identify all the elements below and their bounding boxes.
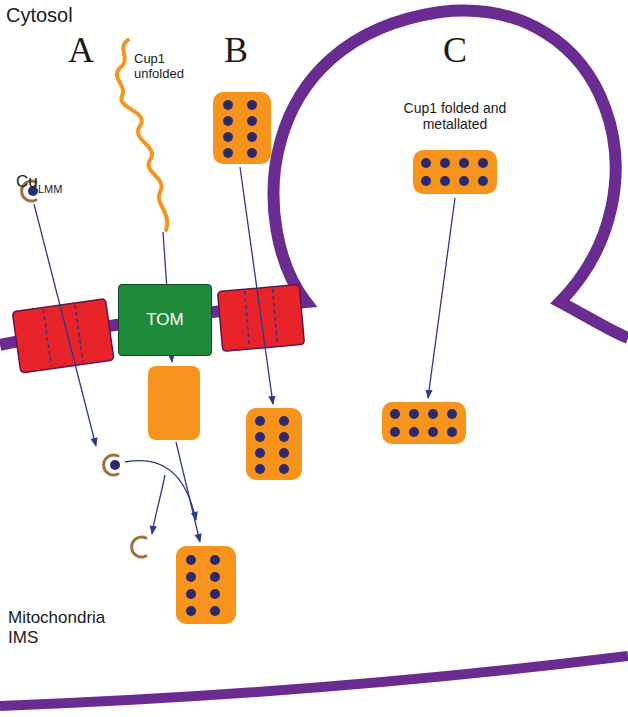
copper-atom [255, 448, 265, 458]
pathway-arrow [34, 167, 455, 542]
copper-atom [255, 432, 265, 442]
annotation-label: LMM [38, 183, 62, 196]
copper-atom [255, 416, 265, 426]
annotation-label: Cu [16, 172, 38, 192]
node-label: TOM [146, 310, 183, 330]
annotation-label: Cup1 unfolded [134, 52, 196, 82]
copper-atom [478, 176, 488, 186]
tom-complex: TOM [118, 284, 212, 356]
copper-atom [440, 158, 450, 168]
annotation-label: Mitochondria IMS [8, 608, 128, 647]
copper-atom [279, 432, 289, 442]
copper-atom [390, 427, 400, 437]
copper-atom [210, 606, 220, 616]
panel-letter: A [68, 30, 94, 71]
annotation-label: Cytosol [6, 4, 73, 27]
copper-atom [110, 460, 120, 470]
copper-atom [223, 116, 233, 126]
copper-atom [210, 555, 220, 565]
copper-atom [478, 158, 488, 168]
panel-letter: C [443, 30, 467, 71]
copper-atom [428, 427, 438, 437]
copper-atom [223, 148, 233, 158]
copper-ligand [22, 181, 146, 557]
copper-atom [247, 100, 257, 110]
copper-atoms [186, 100, 488, 616]
copper-atom [186, 606, 196, 616]
copper-atom [459, 158, 469, 168]
copper-atom [223, 132, 233, 142]
panel-letter: B [224, 30, 248, 71]
copper-atom [409, 409, 419, 419]
copper-atom [279, 416, 289, 426]
copper-atom [421, 176, 431, 186]
copper-atom [186, 555, 196, 565]
copper-atom [247, 116, 257, 126]
copper-atom [421, 158, 431, 168]
copper-atom [279, 464, 289, 474]
copper-atom [279, 448, 289, 458]
copper-atom [447, 409, 457, 419]
cup1-protein [148, 92, 497, 624]
copper-atom [247, 148, 257, 158]
copper-atom [223, 100, 233, 110]
copper-atom [440, 176, 450, 186]
copper-atom [210, 589, 220, 599]
copper-atom [447, 427, 457, 437]
transporter [12, 299, 114, 373]
copper-atom [186, 589, 196, 599]
copper-atom [247, 132, 257, 142]
outer-membrane [0, 11, 628, 345]
copper-atom [210, 572, 220, 582]
copper-atom [428, 409, 438, 419]
copper-atom [255, 464, 265, 474]
copper-atom [186, 572, 196, 582]
annotation-label: Cup1 folded and metallated [380, 100, 530, 132]
copper-atom [409, 427, 419, 437]
copper-atom [459, 176, 469, 186]
copper-atom [390, 409, 400, 419]
inner-membrane [0, 656, 628, 706]
